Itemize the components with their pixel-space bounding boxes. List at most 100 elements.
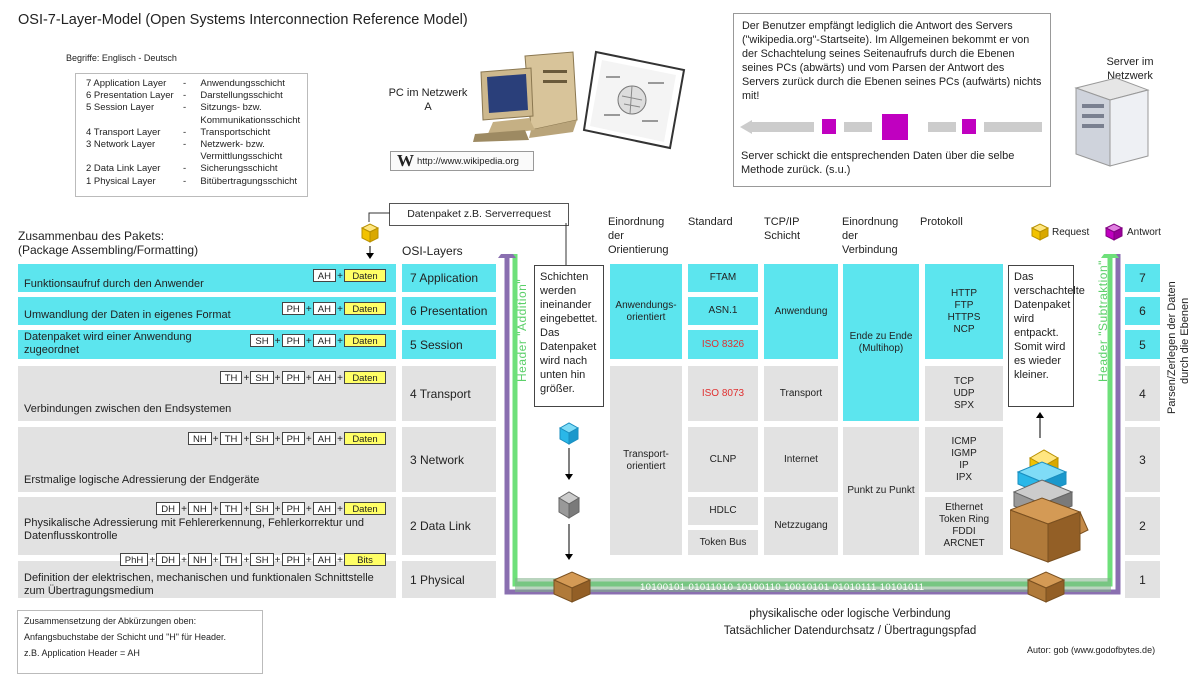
header-tag: PH: [281, 302, 305, 315]
legend-row: 6 Presentation Layer- Darstellungsschicht: [86, 90, 307, 102]
osi-layer-7: 7 Application: [402, 264, 496, 292]
plus-sign: +: [337, 373, 343, 384]
col-standard: Standard: [688, 216, 733, 228]
plus-sign: +: [337, 555, 343, 566]
legend-en: 1 Physical Layer: [86, 175, 156, 187]
wikipedia-w-icon: W: [397, 151, 414, 170]
plus-sign: +: [337, 304, 343, 315]
header-tag: DH: [156, 502, 180, 515]
data-tag: Daten: [344, 371, 386, 384]
wikipedia-page-icon: [582, 50, 686, 150]
col-protokoll: Protokoll: [920, 216, 963, 228]
standard-iso8073: ISO 8073: [688, 366, 758, 421]
legend-sep: -: [182, 90, 187, 102]
plus-sign: +: [274, 434, 281, 445]
legend-de: Transportschicht: [200, 126, 271, 138]
header-tag: SH: [250, 432, 274, 445]
tcpip-internet: Internet: [764, 427, 838, 492]
layer-number-7: 7: [1125, 264, 1160, 292]
data-tag: Daten: [344, 269, 386, 282]
header-tag: SH: [250, 502, 274, 515]
key-request: Request: [1052, 227, 1090, 238]
package-box-icon-right: [1026, 571, 1066, 603]
legend-de: Anwendungsschicht: [200, 78, 285, 89]
legend-de: Kommunikationsschicht: [200, 114, 301, 126]
header-tag: NH: [187, 432, 212, 445]
header-tag: DH: [156, 553, 180, 566]
verbindung-punkt: Punkt zu Punkt: [843, 427, 919, 555]
plus-sign: +: [243, 373, 250, 384]
layer-number-2: 2: [1125, 497, 1160, 555]
abbreviation-note: Zusammensetzung der Abkürzungen oben: An…: [17, 610, 263, 674]
header-tag: TH: [219, 553, 243, 566]
plus-sign: +: [212, 434, 219, 445]
legend-de: Sicherungsschicht: [200, 163, 278, 175]
osi-layer-4: 4 Transport: [402, 366, 496, 421]
plus-sign: +: [337, 504, 343, 515]
plus-sign: +: [337, 271, 343, 282]
legend-row: 4 Transport Layer - Transportschicht: [86, 127, 307, 139]
row-description: Funktionsaufruf durch den Anwender: [24, 278, 204, 290]
tcpip-anwendung: Anwendung: [764, 264, 838, 359]
page-title: OSI-7-Layer-Model (Open Systems Intercon…: [18, 12, 468, 28]
plus-sign: +: [243, 504, 250, 515]
legend-sep: -: [182, 139, 187, 151]
orientation-transport: Transport-orientiert: [610, 366, 682, 555]
header-chain: TH+SH+PH+AH+Daten: [219, 371, 386, 384]
plus-sign: +: [274, 373, 281, 384]
legend-en: [86, 115, 183, 127]
datenpaket-label: Datenpaket z.B. Serverrequest: [389, 203, 569, 226]
row-description: Datenpaket wird einer Anwendung zugeordn…: [24, 331, 192, 356]
layer-number-6: 6: [1125, 297, 1160, 325]
legend-de: Netzwerk- bzw.: [200, 139, 265, 151]
header-tag: PH: [281, 432, 305, 445]
legend-row: Vermittlungsschicht: [86, 151, 307, 163]
plus-sign: +: [305, 373, 312, 384]
orientation-anwendung: Anwendungs-orientiert: [610, 264, 682, 359]
data-tag: Daten: [344, 432, 386, 445]
legend-en: 6 Presentation Layer: [86, 90, 174, 102]
pc-label: PC im Netzwerk A: [388, 87, 468, 113]
legend-en: 7 Application Layer: [86, 78, 167, 89]
physical-connection-label: physikalische oder logische Verbindung T…: [723, 608, 977, 637]
embedding-note: Schichten werden ineinander eingebettet.…: [534, 265, 604, 407]
header-tag: SH: [250, 334, 274, 347]
header-tag: AH: [312, 302, 336, 315]
row-description: Definition der elektrischen, mechanische…: [24, 572, 374, 597]
legend-de: Vermittlungsschicht: [200, 151, 283, 163]
standard-tokenbus: Token Bus: [688, 530, 758, 555]
header-chain: NH+TH+SH+PH+AH+Daten: [187, 432, 386, 445]
header-chain: DH+NH+TH+SH+PH+AH+Daten: [156, 502, 386, 515]
plus-sign: +: [274, 336, 281, 347]
legend-row: 2 Data Link Layer-Sicherungsschicht: [86, 163, 307, 175]
data-tag: Bits: [344, 553, 386, 566]
col-orientierung: Einordnung der Orientierung: [608, 216, 669, 256]
legend-row: 3 Network Layer-Netzwerk- bzw.: [86, 139, 307, 151]
unpacking-stack-icon: [1010, 412, 1089, 563]
layer-number-3: 3: [1125, 427, 1160, 492]
legend-de: Darstellungsschicht: [200, 90, 283, 102]
plus-sign: +: [274, 555, 281, 566]
legend-de: Sitzungs- bzw.: [200, 102, 262, 114]
standard-iso8326: ISO 8326: [688, 330, 758, 359]
legend-row: 5 Session Layer-Sitzungs- bzw.: [86, 102, 307, 114]
row-description: Umwandlung der Daten in eigenes Format: [24, 309, 231, 321]
packet-growth-icons: [558, 422, 580, 560]
col-verbindung: Einordnung der Verbindung: [842, 216, 899, 256]
standard-asn1: ASN.1: [688, 297, 758, 325]
osi-heading: OSI-Layers: [402, 244, 463, 258]
data-tag: Daten: [344, 502, 386, 515]
legend-sep: -: [182, 126, 187, 138]
legend-en: 4 Transport Layer: [86, 126, 161, 138]
standard-clnp: CLNP: [688, 427, 758, 492]
plus-sign: +: [337, 336, 343, 347]
datenpaket-connector: [368, 212, 567, 270]
